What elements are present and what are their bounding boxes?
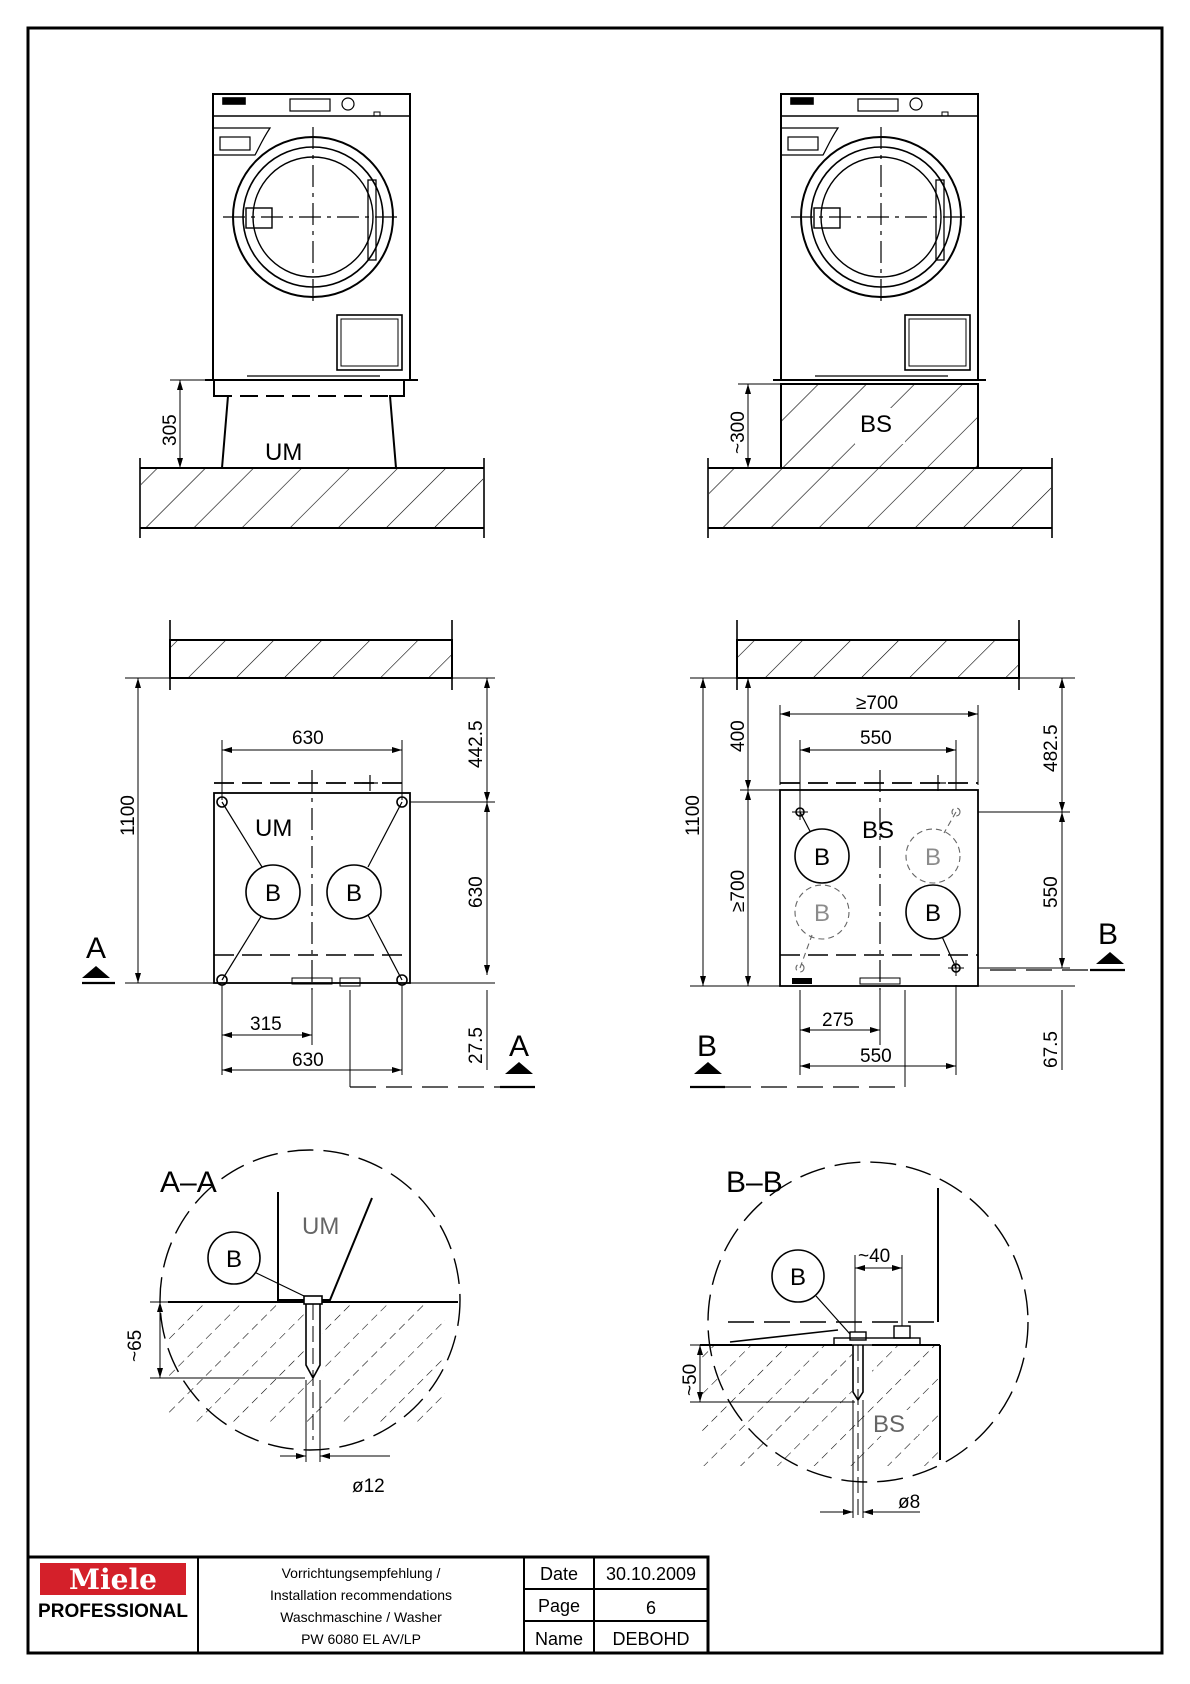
name-label: Name <box>535 1629 583 1649</box>
title-block <box>26 1555 710 1655</box>
date-value: 30.10.2009 <box>606 1564 696 1584</box>
label-b-section-aa: B <box>226 1246 242 1273</box>
dim-1100-right: 1100 <box>683 795 704 836</box>
label-b-plan-right-ghost-2: B <box>814 900 830 927</box>
front-view-um <box>139 93 485 538</box>
dim-300: ~300 <box>728 411 749 454</box>
section-marker-b-left: B <box>697 1030 717 1063</box>
dim-275: 275 <box>822 1010 854 1031</box>
title-line-2: Installation recommendations <box>270 1587 452 1603</box>
section-marker-a-left: A <box>86 932 106 965</box>
dim-550-side-right: 550 <box>1041 876 1062 908</box>
logo-subtitle: PROFESSIONAL <box>38 1601 188 1622</box>
label-b-plan-left-2: B <box>346 880 362 907</box>
label-bs-section: BS <box>873 1411 905 1438</box>
plan-view-um <box>82 620 535 1089</box>
plan-view-bs <box>690 620 1125 1089</box>
label-um-front: UM <box>265 439 302 466</box>
dim-482-5: 482.5 <box>1041 724 1062 772</box>
dim-305: 305 <box>160 414 181 446</box>
section-title-aa: A–A <box>160 1166 217 1199</box>
miele-logo: Miele PROFESSIONAL <box>38 1563 188 1622</box>
dim-o12: ø12 <box>352 1476 385 1497</box>
title-line-3: Waschmaschine / Washer <box>280 1609 442 1625</box>
label-bs-front: BS <box>860 411 892 438</box>
dim-27-5: 27.5 <box>466 1027 487 1064</box>
dim-550-bottom-right: 550 <box>860 1046 892 1067</box>
label-bs-plan: BS <box>862 817 894 844</box>
dim-40: ~40 <box>858 1246 890 1267</box>
dim-550-top-right: 550 <box>860 728 892 749</box>
dim-67-5: 67.5 <box>1041 1031 1062 1068</box>
dim-315: 315 <box>250 1014 282 1035</box>
dim-630-top-left: 630 <box>292 728 324 749</box>
label-um-plan: UM <box>255 815 292 842</box>
section-title-bb: B–B <box>726 1166 783 1199</box>
name-value: DEBOHD <box>612 1629 689 1649</box>
dim-min-700-depth: ≥700 <box>728 870 749 912</box>
dim-o8: ø8 <box>898 1492 920 1513</box>
dim-1100-left: 1100 <box>118 795 139 836</box>
section-marker-a-right: A <box>509 1030 529 1063</box>
title-line-1: Vorrichtungsempfehlung / <box>282 1565 441 1581</box>
section-aa-detail <box>150 1149 461 1462</box>
section-marker-b-right: B <box>1098 918 1118 951</box>
label-b-plan-right-2: B <box>925 900 941 927</box>
dim-630-bottom-left: 630 <box>292 1050 324 1071</box>
logo-text: Miele <box>69 1563 157 1596</box>
date-label: Date <box>540 1564 578 1584</box>
dim-630-side-left: 630 <box>466 876 487 908</box>
label-b-plan-right-1: B <box>814 844 830 871</box>
section-bb-detail <box>690 1161 1029 1520</box>
label-b-plan-right-ghost-1: B <box>925 844 941 871</box>
page-label: Page <box>538 1596 580 1616</box>
dim-min-700-width: ≥700 <box>856 693 898 714</box>
dim-50: ~50 <box>680 1364 701 1396</box>
dim-400: 400 <box>728 720 749 752</box>
front-view-bs <box>707 93 1053 538</box>
page-value: 6 <box>646 1598 656 1618</box>
label-b-section-bb: B <box>790 1264 806 1291</box>
label-um-section: UM <box>302 1213 339 1240</box>
dim-442-5: 442.5 <box>466 720 487 768</box>
dim-65: ~65 <box>125 1330 146 1362</box>
title-line-4: PW 6080 EL AV/LP <box>301 1631 421 1647</box>
label-b-plan-left-1: B <box>265 880 281 907</box>
